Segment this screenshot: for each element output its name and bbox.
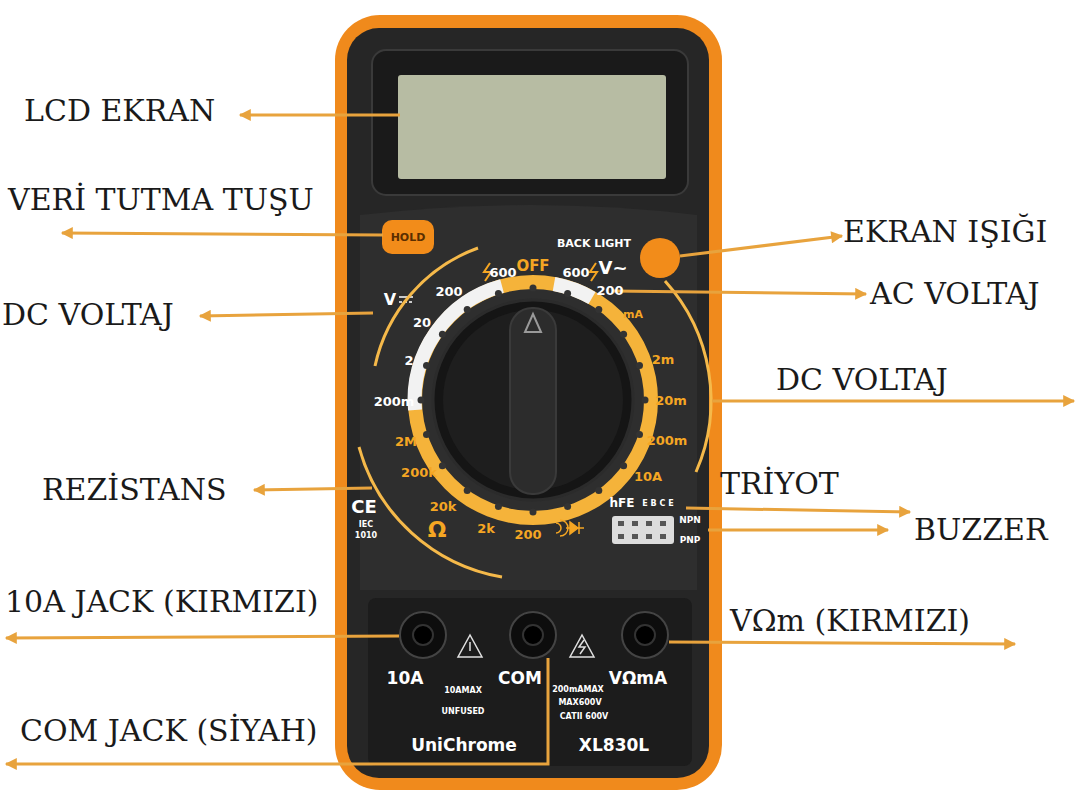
callout-label: 10A JACK (KIRMIZI) xyxy=(5,587,319,617)
jacks xyxy=(400,612,668,658)
dial-knob xyxy=(433,300,633,500)
dial-dot xyxy=(636,431,643,438)
callout-label: EKRAN IŞIĞI xyxy=(843,217,1047,247)
callout-label: TRİYOT xyxy=(720,469,839,499)
dial-marking: 20k xyxy=(430,500,457,513)
dial-marking: 200 xyxy=(435,285,462,298)
orange-housing xyxy=(335,15,722,790)
dial-marking: 600 xyxy=(562,266,589,279)
dial-marking: 2k xyxy=(477,522,495,535)
dial-marking: V xyxy=(384,292,396,308)
knob-pointer xyxy=(525,314,541,332)
leader-line xyxy=(6,115,1074,764)
dial-marking: 20 xyxy=(413,316,431,329)
callout-label: DC VOLTAJ xyxy=(2,300,174,330)
black-face xyxy=(347,28,709,778)
dial-marking: mA xyxy=(623,309,643,320)
socket-marking: PNP xyxy=(680,536,701,545)
dial-marking: 2 xyxy=(404,354,413,367)
dial-marking: 200 xyxy=(596,284,623,297)
dial-marking: 10A xyxy=(634,470,662,483)
dial-marking: 2m xyxy=(652,353,675,366)
socket-holes xyxy=(618,521,666,539)
model-text: XL830L xyxy=(579,737,649,754)
dial-marking: V~ xyxy=(598,259,627,277)
dial-dot xyxy=(564,290,571,297)
transistor-socket xyxy=(612,516,674,544)
terminal-marking: 200mAMAX xyxy=(552,686,604,694)
dial-dot xyxy=(464,306,471,313)
dial-dot xyxy=(636,362,643,369)
dial-marking: E B C E xyxy=(642,500,673,508)
button-label: HOLD xyxy=(391,232,426,243)
certification-mark: IEC xyxy=(359,521,373,529)
terminal-marking: MAX600V xyxy=(558,699,601,707)
socket-marking: NPN xyxy=(679,516,701,525)
dial-marking: OFF xyxy=(516,259,549,274)
callout-label: BUZZER xyxy=(914,515,1048,545)
dial-dot xyxy=(439,462,446,469)
brand-text: UniChrome xyxy=(411,737,517,754)
terminal-marking: 10AMAX xyxy=(444,687,482,695)
callout-label: LCD EKRAN xyxy=(24,96,215,126)
knob-ridge xyxy=(510,308,556,494)
callout-label: REZİSTANS xyxy=(42,475,227,505)
lcd-frame xyxy=(372,50,688,195)
dial-marking: 20m xyxy=(655,394,687,407)
dial-dot xyxy=(530,285,537,292)
highlight-arc xyxy=(359,248,711,577)
dial-ring-white xyxy=(554,284,592,298)
dial-marking: 200m xyxy=(374,395,415,408)
lightning-symbol xyxy=(590,263,597,281)
dial-dot xyxy=(564,503,571,510)
dial-panel xyxy=(360,205,697,590)
button-label: BACK LIGHT xyxy=(557,238,631,249)
terminal-panel xyxy=(368,598,692,766)
hold-button xyxy=(382,220,434,254)
dial-dots xyxy=(418,285,649,516)
dial-dot xyxy=(595,306,602,313)
dial-ring xyxy=(415,282,651,518)
dial-marking: 2M xyxy=(395,435,417,448)
dial-marking: Ω xyxy=(428,519,447,541)
dial-dot xyxy=(620,331,627,338)
certification-mark: CE xyxy=(351,498,377,516)
dial-dot xyxy=(595,487,602,494)
backlight-button xyxy=(640,238,680,278)
callout-label: VΩm (KIRMIZI) xyxy=(730,606,970,636)
callout-label: VERİ TUTMA TUŞU xyxy=(8,185,314,215)
terminal-marking: COM xyxy=(498,670,542,687)
dial-dot xyxy=(530,509,537,516)
dial-dot xyxy=(423,362,430,369)
dial-dot xyxy=(642,397,649,404)
dial-dot xyxy=(464,487,471,494)
dial-marking: 200 xyxy=(514,528,541,541)
dial-dot xyxy=(620,462,627,469)
certification-mark: 1010 xyxy=(355,532,377,540)
terminal-marking: 10A xyxy=(387,670,424,687)
terminal-marking: UNFUSED xyxy=(441,708,484,716)
callout-label: COM JACK (SİYAH) xyxy=(20,716,318,746)
terminal-marking: CATII 600V xyxy=(560,713,609,721)
dial-dot xyxy=(495,290,502,297)
callout-label: DC VOLTAJ xyxy=(776,365,948,395)
buzzer-diode-symbol xyxy=(556,520,584,536)
dial-marking: 600 xyxy=(489,266,516,279)
lcd-screen xyxy=(398,75,666,179)
dial-dot xyxy=(418,397,425,404)
callout-label: AC VOLTAJ xyxy=(870,279,1039,309)
dial-marking: hFE xyxy=(610,497,635,509)
warning-triangle xyxy=(458,635,594,657)
dial-marking: 200k xyxy=(401,466,437,479)
terminal-marking: VΩmA xyxy=(609,670,667,687)
dial-dot xyxy=(439,331,446,338)
dial-dot xyxy=(495,503,502,510)
dial-marking: 200m xyxy=(647,434,688,447)
dial-dot xyxy=(423,431,430,438)
